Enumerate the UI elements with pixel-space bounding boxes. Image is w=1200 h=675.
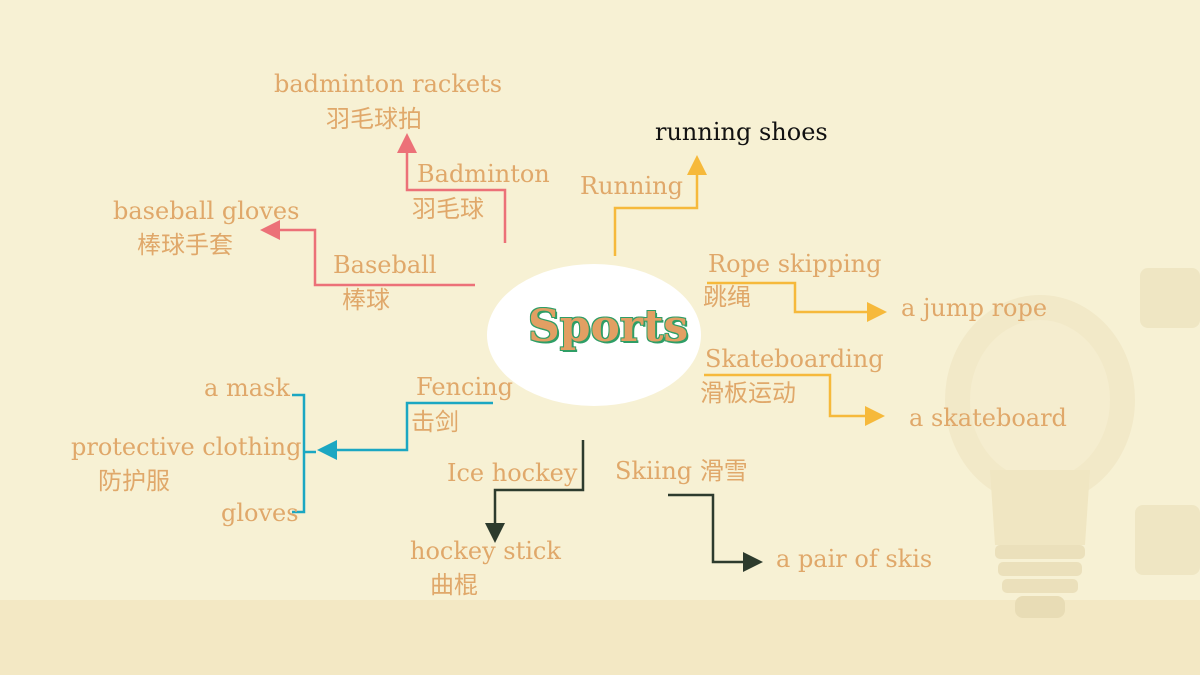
badminton-rackets-en: badminton rackets xyxy=(274,70,503,98)
baseball-gloves-zh: 棒球手套 xyxy=(137,231,233,259)
running-connector xyxy=(613,155,707,256)
fencing-zh: 击剑 xyxy=(411,408,459,436)
protective-clothing-en: protective clothing xyxy=(71,433,302,461)
center-title: Sports xyxy=(528,301,689,352)
badminton-en: Badminton xyxy=(417,160,550,188)
hockey-stick-en: hockey stick xyxy=(410,537,561,565)
baseball-zh: 棒球 xyxy=(342,286,390,314)
fencing-bracket xyxy=(292,393,316,514)
skateboarding-en: Skateboarding xyxy=(705,345,884,373)
rope-skipping-en: Rope skipping xyxy=(708,250,882,278)
skateboard: a skateboard xyxy=(909,404,1067,432)
ice-hockey: Ice hockey xyxy=(447,459,578,487)
running-shoes: running shoes xyxy=(655,118,828,146)
hockey-stick-zh: 曲棍 xyxy=(430,571,478,599)
baseball-gloves-en: baseball gloves xyxy=(113,197,300,225)
skiing-connector xyxy=(668,493,763,572)
skateboarding-zh: 滑板运动 xyxy=(700,379,796,407)
badminton-connector xyxy=(397,133,507,243)
badminton-zh: 羽毛球 xyxy=(412,195,484,223)
skiing: Skiing 滑雪 xyxy=(615,457,748,485)
ice-hockey-connector xyxy=(485,440,585,543)
rope-skipping-connector xyxy=(707,281,887,322)
jump-rope: a jump rope xyxy=(901,294,1048,322)
baseball-connector xyxy=(260,220,475,287)
pair-of-skis: a pair of skis xyxy=(776,545,933,573)
skateboarding-connector xyxy=(704,373,885,426)
mask: a mask xyxy=(204,374,290,402)
gloves: gloves xyxy=(221,499,299,527)
running: Running xyxy=(580,172,683,200)
protective-clothing-zh: 防护服 xyxy=(98,467,170,495)
center-ellipse xyxy=(487,264,701,406)
fencing-en: Fencing xyxy=(416,373,513,401)
background-floor xyxy=(0,600,1200,675)
fencing-connector xyxy=(317,401,493,460)
rope-skipping-zh: 跳绳 xyxy=(703,283,751,311)
baseball-en: Baseball xyxy=(333,251,437,279)
badminton-rackets-zh: 羽毛球拍 xyxy=(326,105,422,133)
